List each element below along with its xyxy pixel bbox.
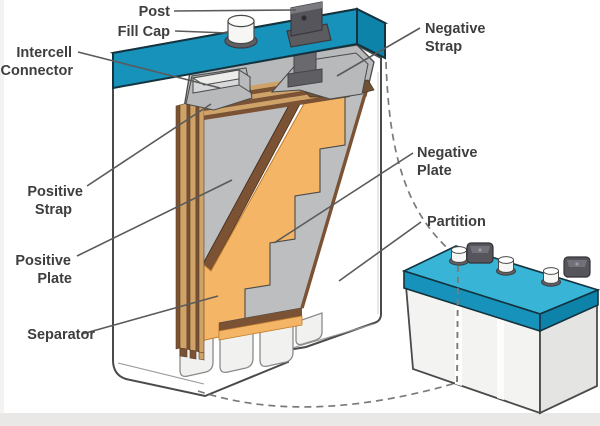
leader-fill-cap (174, 30, 229, 34)
leader-partition (338, 221, 422, 282)
cap-top (451, 246, 467, 254)
well (295, 312, 323, 346)
label-positive-strap-line1: Positive (27, 184, 83, 200)
post-dot (478, 248, 482, 252)
negative-plate (218, 83, 369, 324)
label-positive-plate-line2: Plate (37, 271, 72, 287)
small-lid-side (539, 288, 599, 333)
lid-end-face (356, 7, 386, 60)
cap-top (543, 267, 559, 275)
small-post-terminal (563, 256, 591, 278)
leader-post (173, 9, 297, 12)
fill-cap-top (227, 14, 255, 28)
left-edge-strip (0, 0, 4, 426)
post-stem-flange (287, 68, 323, 88)
intercell-connector (191, 69, 252, 94)
plate-bottom-edge (219, 308, 302, 331)
label-positive-plate-line1: Positive (15, 253, 71, 269)
small-fill-cap (541, 267, 561, 287)
small-fill-cap (496, 256, 516, 276)
plate-foot (198, 351, 205, 361)
label-intercell-line2: Connector (1, 63, 74, 79)
case-floor-line-right (291, 323, 375, 349)
label-fill-cap: Fill Cap (118, 24, 171, 40)
leader-lines (76, 9, 422, 335)
labels: Post Fill Cap Intercell Connector Negati… (1, 4, 486, 343)
plate-edge-strips (175, 96, 205, 361)
plate-top-stripe (204, 92, 350, 120)
plate-strip (189, 99, 197, 352)
plate-strip (179, 102, 188, 350)
plate-strip (175, 104, 181, 350)
cutaway-battery (109, 1, 389, 398)
label-intercell-line1: Intercell (16, 45, 72, 61)
intercell-connector-end (238, 69, 251, 93)
leader-negative-plate (273, 152, 414, 244)
label-negative-plate-line2: Plate (417, 163, 452, 179)
negative-plate-edge (300, 83, 370, 309)
footer-strip (0, 413, 600, 426)
small-battery (401, 242, 600, 415)
small-fill-cap (449, 246, 469, 266)
plate-foot (179, 347, 188, 358)
leader-positive-strap (86, 103, 212, 187)
leader-negative-strap (336, 27, 421, 77)
plate-strip (186, 101, 191, 351)
fill-cap (224, 14, 258, 49)
label-partition: Partition (427, 214, 486, 230)
plate-strip (198, 96, 205, 354)
case-floor-line-left (117, 362, 205, 385)
post-dot (575, 262, 579, 266)
plate-strip (195, 98, 200, 353)
cap-top (498, 256, 514, 264)
plate-foot (189, 349, 197, 360)
post-terminal (286, 1, 332, 48)
cell-divider (497, 315, 504, 400)
leader-separator (81, 295, 219, 335)
dashed-curve-bottom (197, 382, 457, 408)
label-positive-strap-line2: Strap (35, 202, 72, 218)
small-post-terminal (466, 242, 494, 264)
label-separator: Separator (27, 327, 95, 343)
label-post: Post (139, 4, 171, 20)
post-hole (301, 15, 307, 21)
leader-intercell-connector (77, 51, 221, 89)
separator-bottom-edge (218, 315, 303, 341)
fill-cap-body (227, 20, 255, 45)
leader-positive-plate (76, 179, 233, 257)
post-tab-highlight (291, 2, 322, 14)
projection-dashed-curves (197, 61, 460, 408)
partition-dashed-line (456, 265, 459, 386)
label-negative-plate-line1: Negative (417, 145, 477, 161)
label-negative-strap-line2: Strap (425, 39, 462, 55)
label-negative-strap-line1: Negative (425, 21, 485, 37)
